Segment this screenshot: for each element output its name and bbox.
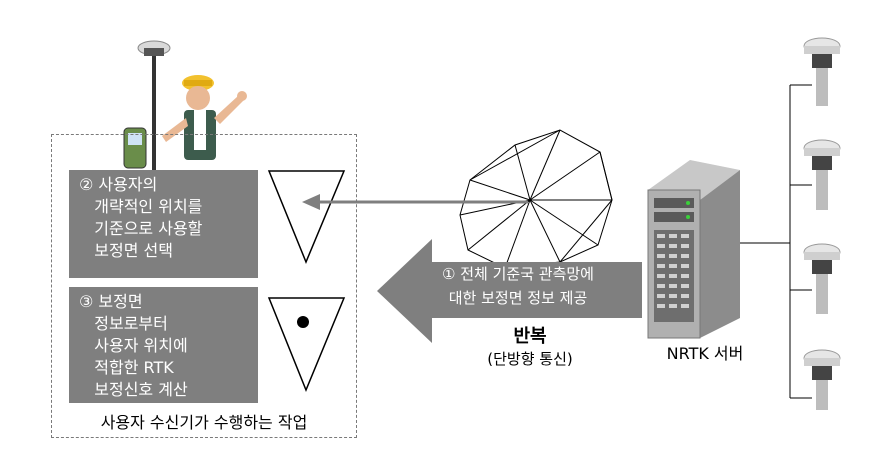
server-icon [647, 160, 740, 339]
repeat-label: 반복 [513, 326, 547, 347]
reference-station-icon [803, 139, 841, 210]
selection-arrowhead [302, 194, 320, 210]
step3-box: ③ 보정면 정보로부터 사용자 위치에 적합한 RTK 보정신호 계산 [69, 287, 258, 403]
receiver-task-area [51, 134, 357, 438]
surveyor-icon [123, 40, 247, 190]
reference-station-icon [803, 349, 841, 410]
reference-network-mesh [459, 129, 613, 269]
station-connections [740, 84, 812, 399]
step1-label: ① 전체 기준국 관측망에 대한 보정면 정보 제공 [442, 265, 594, 307]
broadcast-arrow [377, 239, 642, 343]
server-label: NRTK 서버 [666, 344, 744, 363]
correction-surface-triangle-1 [267, 170, 346, 264]
correction-surface-triangle-2 [267, 297, 346, 392]
reference-station-icon [803, 37, 841, 106]
receiver-caption: 사용자 수신기가 수행하는 작업 [100, 413, 308, 432]
reference-station-icon [803, 243, 841, 314]
user-position-dot [297, 316, 309, 328]
step2-box: ② 사용자의 개략적인 위치를 기준으로 사용할 보정면 선택 [69, 170, 258, 278]
repeat-sublabel: (단방향 통신) [487, 350, 573, 368]
